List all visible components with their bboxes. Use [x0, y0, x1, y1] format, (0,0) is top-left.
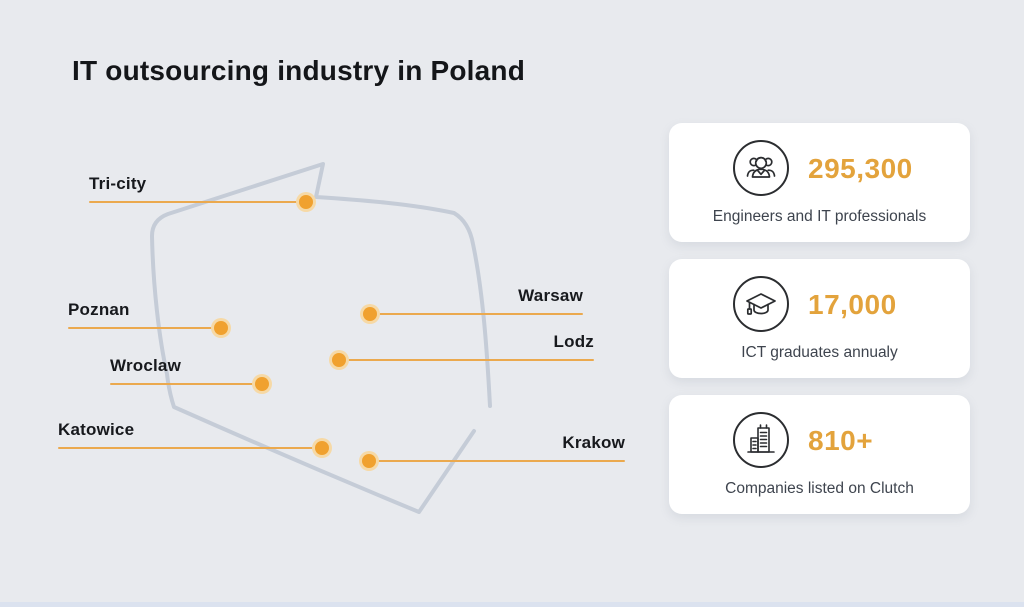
city-dot	[363, 307, 377, 321]
city-label: Wroclaw	[110, 356, 181, 375]
city-line	[58, 441, 329, 455]
page-title: IT outsourcing industry in Poland	[72, 55, 526, 86]
city-label: Katowice	[58, 420, 135, 439]
city-line	[363, 307, 583, 321]
city-marker-wroclaw: Wroclaw	[110, 355, 269, 391]
city-dot	[362, 454, 376, 468]
city-marker-katowice: Katowice	[58, 419, 329, 455]
stat-label: ICT graduates annualy	[741, 344, 898, 361]
city-marker-krakow: Krakow	[362, 432, 625, 468]
city-label: Krakow	[562, 433, 625, 452]
stat-card-companies: 810+ Companies listed on Clutch	[669, 395, 970, 514]
stat-value: 810+	[808, 425, 874, 456]
city-line	[68, 321, 228, 335]
buildings-icon	[733, 412, 789, 468]
city-line	[332, 353, 594, 367]
city-label: Lodz	[553, 332, 594, 351]
city-label: Warsaw	[518, 286, 583, 305]
graduation-cap-icon	[733, 276, 789, 332]
stat-card-engineers: 295,300 Engineers and IT professionals	[669, 123, 970, 242]
city-marker-tri-city: Tri-city	[89, 173, 313, 209]
city-dot	[315, 441, 329, 455]
city-line	[362, 454, 625, 468]
city-line	[89, 195, 313, 209]
team-icon	[733, 140, 789, 196]
city-marker-lodz: Lodz	[332, 331, 594, 367]
stat-label: Engineers and IT professionals	[712, 208, 927, 225]
bottom-edge-strip	[0, 602, 1024, 607]
city-marker-poznan: Poznan	[68, 299, 228, 335]
city-marker-warsaw: Warsaw	[363, 285, 583, 321]
stat-value: 17,000	[808, 289, 897, 320]
city-label: Tri-city	[89, 174, 147, 193]
city-line	[110, 377, 269, 391]
city-dot	[332, 353, 346, 367]
city-dot	[299, 195, 313, 209]
city-dot	[214, 321, 228, 335]
city-label: Poznan	[68, 300, 130, 319]
stat-card-graduates: 17,000 ICT graduates annualy	[669, 259, 970, 378]
stats-panel: 295,300 Engineers and IT professionals 1…	[669, 123, 970, 514]
stat-value: 295,300	[808, 153, 913, 184]
city-dot	[255, 377, 269, 391]
stat-label: Companies listed on Clutch	[725, 480, 914, 497]
